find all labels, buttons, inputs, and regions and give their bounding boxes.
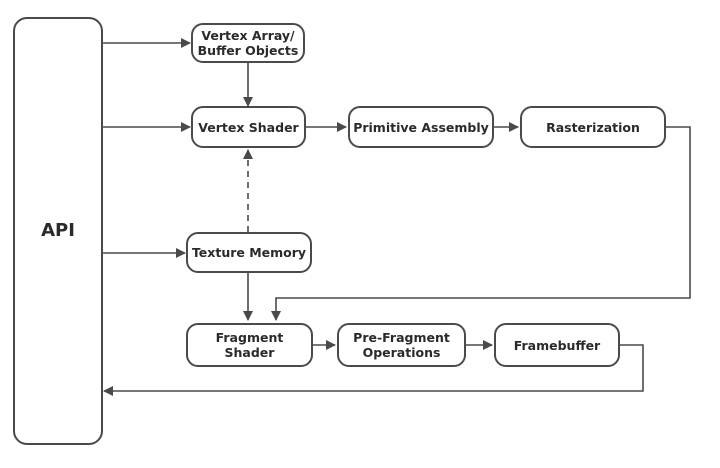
pre-fragment-operations-node: Pre-Fragment Operations xyxy=(337,323,466,367)
primitive-assembly-node: Primitive Assembly xyxy=(348,106,494,148)
vertex-shader-node: Vertex Shader xyxy=(191,106,306,148)
fragment-shader-node: Fragment Shader xyxy=(186,323,313,367)
rasterization-to-fragment-shader-arrow xyxy=(271,126,691,321)
framebuffer-node: Framebuffer xyxy=(494,323,620,367)
rasterization-node: Rasterization xyxy=(520,106,666,148)
texture-memory-node: Texture Memory xyxy=(186,232,312,273)
api-block: API xyxy=(13,17,103,445)
vertex-array-buffer-objects-node: Vertex Array/ Buffer Objects xyxy=(191,23,305,63)
framebuffer-to-api-arrow xyxy=(103,344,644,396)
